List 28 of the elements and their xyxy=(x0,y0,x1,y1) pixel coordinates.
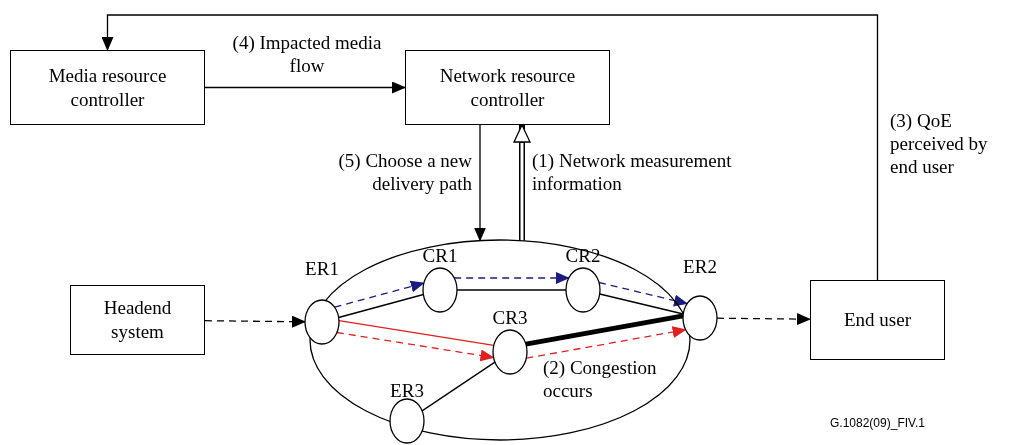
dashed-arrow xyxy=(204,315,306,328)
arrow xyxy=(204,81,406,94)
link-line xyxy=(338,320,495,347)
dashed-arrow xyxy=(453,272,570,284)
arrow xyxy=(474,124,486,242)
dashed-arrow xyxy=(598,281,689,307)
router-label: ER1 xyxy=(304,258,340,280)
edge-label: (3) QoE perceived by end user xyxy=(890,110,989,179)
edge-label: (1) Network measurement information xyxy=(532,150,733,196)
router-label: CR1 xyxy=(421,245,459,267)
dashed-arrow xyxy=(333,280,425,308)
link-line xyxy=(421,361,496,412)
note-text: (2) Congestion occurs xyxy=(543,357,658,403)
router-label: ER2 xyxy=(682,256,718,278)
process-box: Headend system xyxy=(70,285,205,355)
edge-label: (5) Choose a new delivery path xyxy=(337,150,472,196)
process-box: End user xyxy=(810,280,945,360)
arrow xyxy=(101,14,879,281)
router-label: ER3 xyxy=(389,380,425,402)
link-line xyxy=(525,313,684,347)
router-label: CR3 xyxy=(491,307,529,329)
process-box: Network resource controller xyxy=(405,50,610,125)
router-label: CR2 xyxy=(564,245,602,267)
figure-id: G.1082(09)_FIV.1 xyxy=(830,416,925,431)
link-line xyxy=(599,293,684,315)
edge-label: (4) Impacted media flow xyxy=(232,32,382,78)
dashed-arrow xyxy=(336,331,495,362)
process-box: Media resource controller xyxy=(10,50,205,125)
